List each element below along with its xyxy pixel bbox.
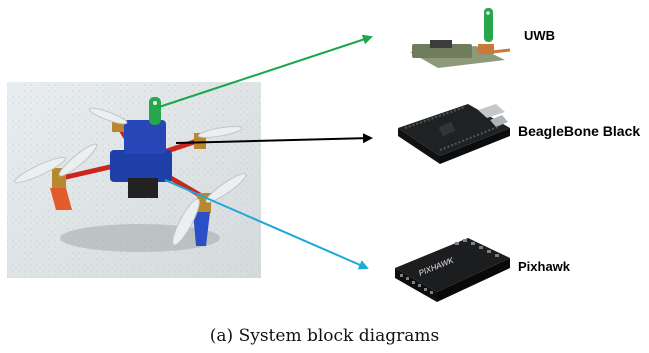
pixhawk-controller-image: PIXHAWK: [395, 238, 510, 302]
drone-photo: [7, 82, 261, 278]
figure-caption: (a) System block diagrams: [209, 326, 440, 346]
uwb-arrow: [155, 34, 373, 109]
beaglebone-board-image: [398, 104, 510, 164]
pixhawk-arrow: [164, 179, 369, 270]
beaglebone-arrow: [175, 133, 373, 144]
pixhawk-label: Pixhawk: [518, 259, 571, 274]
uwb-label: UWB: [524, 28, 556, 43]
beaglebone-label: BeagleBone Black: [518, 123, 641, 139]
uwb-module-image: [410, 8, 511, 68]
